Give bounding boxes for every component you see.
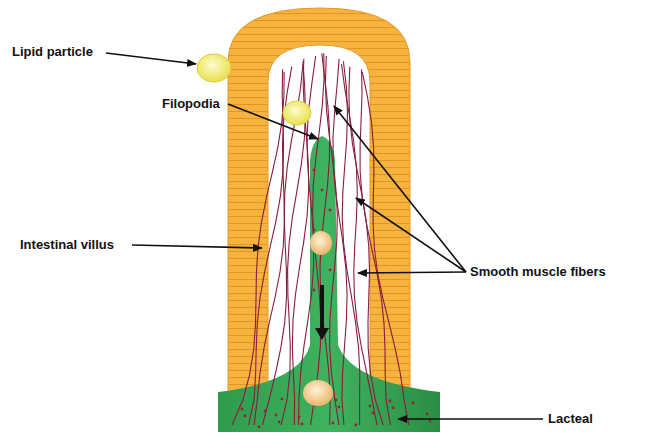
cell-dot bbox=[335, 399, 338, 402]
cell-dot bbox=[313, 169, 316, 172]
leader-line bbox=[356, 198, 466, 272]
muscle-fiber bbox=[342, 61, 360, 425]
muscle-fiber bbox=[342, 64, 378, 425]
part-label: Lipid particle bbox=[12, 44, 93, 60]
cell-dot bbox=[332, 422, 335, 425]
leader-line bbox=[334, 106, 466, 272]
flow-arrow bbox=[320, 285, 324, 330]
cell-dot bbox=[313, 229, 316, 232]
leader-line bbox=[358, 272, 466, 273]
cell-dot bbox=[429, 420, 432, 423]
cell-dot bbox=[275, 414, 278, 417]
part-label: Filopodia bbox=[162, 96, 220, 112]
muscle-fiber bbox=[349, 67, 383, 425]
smooth-muscle-fibers bbox=[232, 53, 409, 425]
leader-line bbox=[132, 245, 262, 248]
muscle-fiber bbox=[362, 72, 409, 425]
muscle-fiber bbox=[360, 69, 390, 425]
part-label: Smooth muscle fibers bbox=[470, 264, 606, 280]
cell-dot bbox=[338, 406, 341, 409]
cell-dot bbox=[426, 413, 429, 416]
cell-dot bbox=[278, 421, 281, 424]
cell-dot bbox=[321, 189, 324, 192]
cell-dot bbox=[389, 400, 392, 403]
leader-line bbox=[398, 418, 543, 420]
cell-dot bbox=[241, 408, 244, 411]
cell-dot bbox=[392, 407, 395, 410]
cell-dot bbox=[372, 412, 375, 415]
lacteal bbox=[218, 136, 440, 432]
cell-dot bbox=[369, 405, 372, 408]
part-label: Intestinal villus bbox=[20, 237, 114, 253]
lipid-particle bbox=[283, 101, 311, 125]
leader-line bbox=[228, 104, 318, 139]
cell-dot bbox=[301, 423, 304, 426]
cell-dot bbox=[412, 402, 415, 405]
cell-dot bbox=[313, 289, 316, 292]
cell-dot bbox=[329, 269, 332, 272]
lipid-particle bbox=[303, 380, 333, 406]
lacteal-cells bbox=[241, 169, 432, 429]
cell-dot bbox=[355, 424, 358, 427]
cell-dot bbox=[281, 398, 284, 401]
lipid-particle bbox=[310, 231, 332, 255]
cell-dot bbox=[264, 410, 267, 413]
leader-line bbox=[106, 53, 196, 64]
cell-dot bbox=[258, 426, 261, 429]
cell-dot bbox=[244, 415, 247, 418]
cell-dot bbox=[329, 209, 332, 212]
flow-arrowhead bbox=[315, 328, 329, 340]
part-label: Lacteal bbox=[548, 411, 593, 427]
cell-dot bbox=[298, 416, 301, 419]
lipid-particle bbox=[197, 54, 231, 82]
